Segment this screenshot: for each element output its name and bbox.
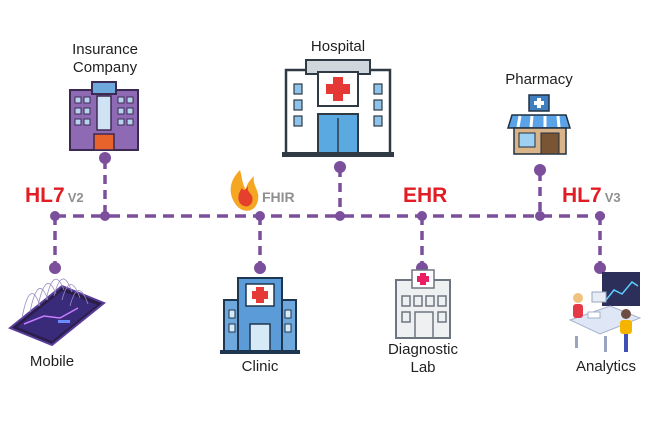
mobile-label: Mobile [29, 353, 75, 370]
pharmacy-label: Pharmacy [505, 71, 573, 88]
pharmacy-icon [506, 94, 572, 155]
ehr-standard: EHR [403, 184, 447, 208]
node-dot [100, 211, 110, 221]
hl7-v2-name: HL7 [25, 184, 65, 207]
lab-label: Diagnostic Lab [376, 341, 470, 377]
node-dot [99, 152, 111, 164]
diagnostic-lab-icon [395, 269, 451, 339]
analytics-label: Analytics [575, 358, 637, 375]
node-dot [535, 211, 545, 221]
node-dot [49, 262, 61, 274]
node-dot [595, 211, 605, 221]
node-dot [335, 211, 345, 221]
lab-label-line1: Diagnostic [387, 341, 459, 358]
fire-icon [230, 170, 259, 211]
hospital-label: Hospital [310, 38, 366, 55]
hospital-icon [282, 59, 394, 157]
hl7-v3-name: HL7 [562, 184, 602, 207]
insurance-building-icon [69, 81, 139, 151]
ehr-name: EHR [403, 184, 448, 207]
mobile-tablet-icon [8, 278, 106, 347]
analytics-icon [568, 272, 642, 352]
node-dot [534, 164, 546, 176]
node-dot [254, 262, 266, 274]
fhir-name: FHIR [262, 189, 295, 205]
insurance-label: Insurance Company [60, 41, 150, 77]
insurance-label-line2: Company [72, 59, 138, 76]
hl7-v3-version: V3 [604, 190, 621, 205]
fhir-standard: FHIR [262, 189, 295, 207]
node-dot [594, 262, 606, 274]
lab-label-line2: Lab [410, 359, 436, 376]
clinic-label: Clinic [241, 358, 279, 375]
node-dot [50, 211, 60, 221]
node-dot [334, 161, 346, 173]
clinic-icon [220, 277, 300, 354]
node-dot [255, 211, 265, 221]
node-dot [417, 211, 427, 221]
hl7-v2-version: V2 [67, 190, 84, 205]
insurance-label-line1: Insurance [72, 41, 138, 58]
